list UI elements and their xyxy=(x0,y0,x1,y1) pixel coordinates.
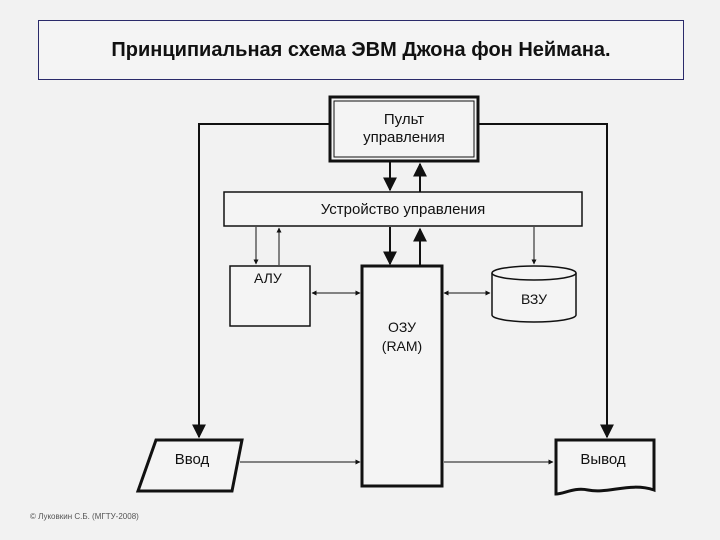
ram-label-line1: ОЗУ xyxy=(388,319,416,335)
output-block: Вывод xyxy=(554,438,656,496)
alu-label: АЛУ xyxy=(254,270,282,286)
ram-block: ОЗУ (RAM) xyxy=(360,264,444,488)
connection-arrows xyxy=(192,123,614,465)
output-label: Вывод xyxy=(580,451,626,468)
control-panel-block: Пульт управления xyxy=(328,95,480,163)
arrow-panel-to-input xyxy=(192,123,330,439)
external-storage-label: ВЗУ xyxy=(521,291,547,307)
external-storage-block: ВЗУ xyxy=(491,265,577,323)
control-panel-label-line1: Пульт xyxy=(384,111,424,128)
control-unit-label: Устройство управления xyxy=(321,201,485,218)
alu-block: АЛУ xyxy=(229,265,311,327)
arrow-panel-to-output xyxy=(478,123,614,439)
ram-label-line2: (RAM) xyxy=(382,338,422,354)
control-unit-block: Устройство управления xyxy=(223,191,583,227)
copyright-footer: © Луковкин С.Б. (МГТУ-2008) xyxy=(30,512,139,521)
control-panel-label-line2: управления xyxy=(363,129,445,146)
diagram-title: Принципиальная схема ЭВМ Джона фон Нейма… xyxy=(38,20,684,80)
input-label: Ввод xyxy=(175,451,210,468)
input-block: Ввод xyxy=(135,438,244,493)
